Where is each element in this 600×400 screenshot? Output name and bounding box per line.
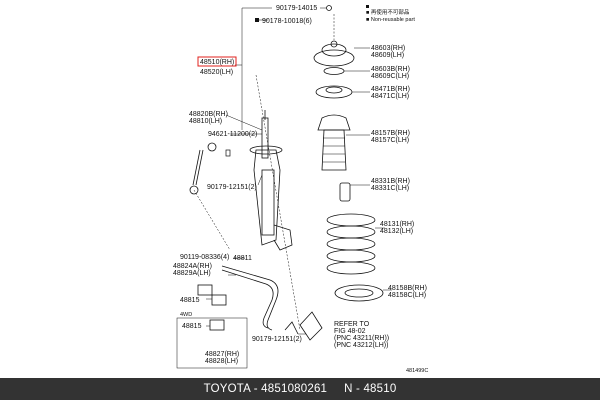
- label-clamp-lh[interactable]: 48828(LH): [205, 358, 238, 365]
- label-clamp-rh[interactable]: 48827(RH): [205, 351, 239, 358]
- bracket-icon: [284, 311, 323, 341]
- label-strut-rh[interactable]: 48510(RH): [200, 59, 234, 66]
- label-link-bolt[interactable]: 90179-12151(2): [207, 184, 257, 191]
- dust-boot-icon: [317, 114, 351, 171]
- stabilizer-link-icon: [189, 142, 231, 251]
- lower-spring-seat-icon: [334, 284, 384, 302]
- coil-spring-icon: [326, 213, 376, 275]
- label-bottom-bolt[interactable]: 90179-12151(2): [252, 336, 302, 343]
- 4wd-variant-box: [176, 317, 248, 369]
- bearing-icon: [315, 85, 353, 99]
- highlight-box: [197, 56, 237, 67]
- link-nut-icon: [225, 149, 231, 157]
- label-bearing-lh[interactable]: 48471C(LH): [371, 93, 409, 100]
- label-insulator-rh[interactable]: 48603B(RH): [371, 66, 410, 73]
- label-mount-rh[interactable]: 48603(RH): [371, 45, 405, 52]
- label-boot-rh[interactable]: 48157B(RH): [371, 130, 410, 137]
- bump-stopper-icon: [339, 182, 351, 202]
- label-link-nut[interactable]: 94621-11200(2): [208, 131, 257, 138]
- legend-english: ■ Non-reusable part: [366, 17, 415, 23]
- label-link-rh[interactable]: 48820B(RH): [189, 111, 228, 118]
- label-top-bolt: 90179-14015: [276, 5, 317, 12]
- label-bar-nut[interactable]: 90119-08336(4): [180, 254, 229, 261]
- label-bracket-rh[interactable]: 48824A(RH): [173, 263, 212, 270]
- label-bump-rh[interactable]: 48331B(RH): [371, 178, 410, 185]
- label-bracket-lh[interactable]: 48829A(LH): [173, 270, 211, 277]
- refer-line-3: (PNC 43211(RH)): [334, 335, 389, 342]
- label-top-nut: 90178-10018(6): [262, 18, 312, 25]
- refer-line-1: REFER TO: [334, 321, 370, 328]
- legend-square-icon: [366, 5, 369, 8]
- label-spring-lh[interactable]: 48132(LH): [380, 228, 413, 235]
- label-spring-rh[interactable]: 48131(RH): [380, 221, 414, 228]
- upper-mount-icon: [313, 14, 355, 67]
- bar-bushing-icon: [197, 284, 227, 331]
- label-strut-lh[interactable]: 48520(LH): [200, 69, 233, 76]
- top-bolt-icon: [320, 5, 332, 11]
- label-lower-seat-rh[interactable]: 48158B(RH): [388, 285, 427, 292]
- label-link-lh[interactable]: 48810(LH): [189, 118, 222, 125]
- label-insulator-lh[interactable]: 48609C(LH): [371, 73, 409, 80]
- top-nut-icon: [255, 18, 268, 22]
- label-stabilizer[interactable]: 48811: [233, 255, 252, 262]
- box-tag: 4WD: [180, 312, 192, 318]
- part-number-footer: TOYOTA - 4851080261 N - 48510: [0, 378, 600, 400]
- label-mount-lh[interactable]: 48609(LH): [371, 52, 404, 59]
- figure-code: 481499C: [406, 368, 428, 374]
- mount-insulator-icon: [323, 67, 345, 75]
- strut-assembly-icon: [249, 74, 301, 331]
- label-boot-lh[interactable]: 48157C(LH): [371, 137, 409, 144]
- label-bushing[interactable]: 48815: [180, 297, 200, 304]
- legend-chinese: ■ 再使用不可部品: [366, 8, 410, 16]
- label-bump-lh[interactable]: 48331C(LH): [371, 185, 409, 192]
- suspension-exploded-diagram: 90179-14015 90178-10018(6) ■ 再使用不可部品 ■ N…: [173, 5, 428, 374]
- refer-line-2[interactable]: FIG 48-02: [334, 328, 366, 335]
- label-lower-seat-lh[interactable]: 48158C(LH): [388, 292, 426, 299]
- label-bearing-rh[interactable]: 48471B(RH): [371, 86, 410, 93]
- refer-line-4: (PNC 43212(LH)): [334, 342, 388, 349]
- label-box-bushing[interactable]: 48815: [182, 323, 202, 330]
- stabilizer-bar-icon: [221, 265, 279, 331]
